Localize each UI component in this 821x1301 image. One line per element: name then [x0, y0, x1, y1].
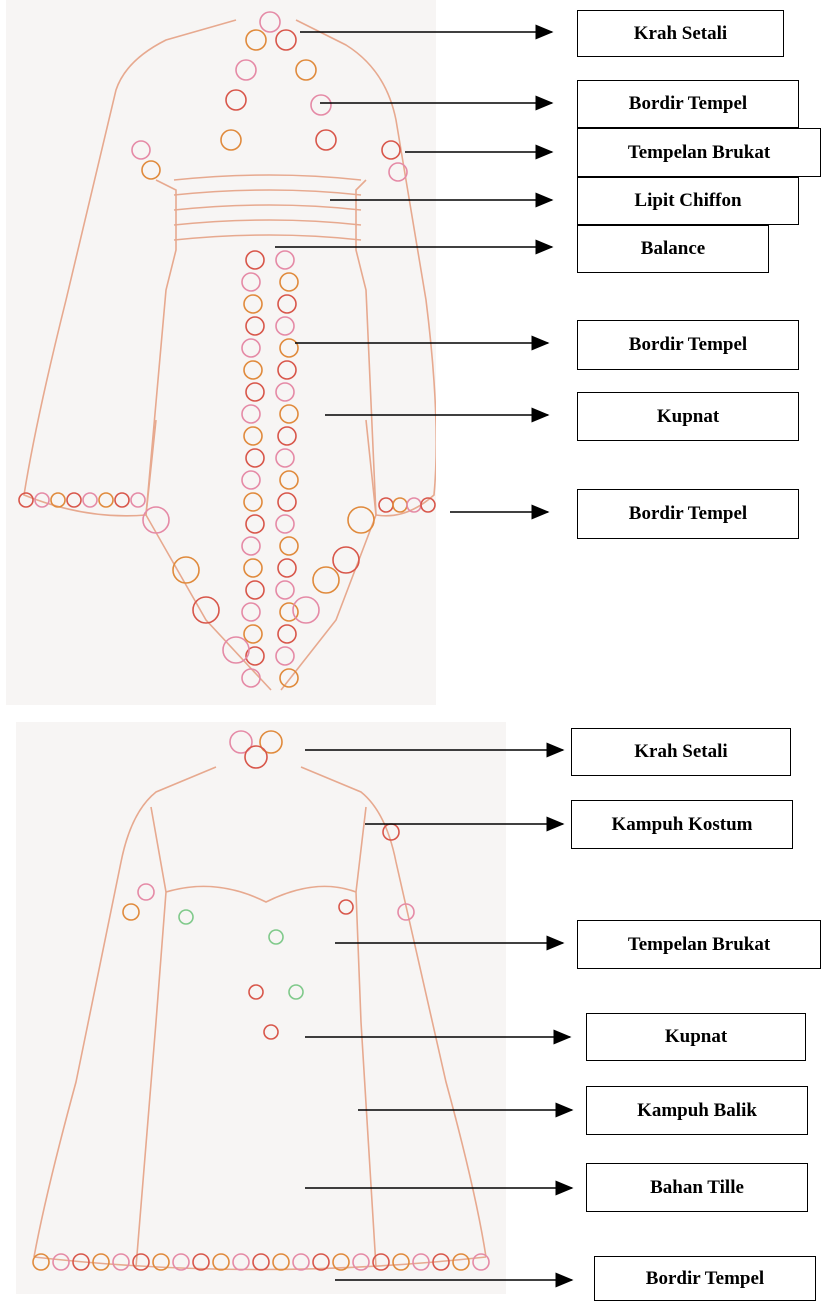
label-kupnat-front: Kupnat: [577, 392, 799, 441]
label-bahan-tille: Bahan Tille: [586, 1163, 808, 1212]
label-kampuh-kostum: Kampuh Kostum: [571, 800, 793, 849]
label-lipit-chiffon: Lipit Chiffon: [577, 177, 799, 225]
label-krah-setali-back: Krah Setali: [571, 728, 791, 776]
label-bordir-tempel-front-3: Bordir Tempel: [577, 489, 799, 539]
label-tempelan-brukat-front: Tempelan Brukat: [577, 128, 821, 177]
label-kupnat-back: Kupnat: [586, 1013, 806, 1061]
label-kampuh-balik: Kampuh Balik: [586, 1086, 808, 1135]
label-bordir-tempel-back: Bordir Tempel: [594, 1256, 816, 1301]
label-bordir-tempel-front-2: Bordir Tempel: [577, 320, 799, 370]
label-bordir-tempel-front-1: Bordir Tempel: [577, 80, 799, 128]
label-tempelan-brukat-back: Tempelan Brukat: [577, 920, 821, 969]
label-krah-setali-front: Krah Setali: [577, 10, 784, 57]
label-balance: Balance: [577, 225, 769, 273]
